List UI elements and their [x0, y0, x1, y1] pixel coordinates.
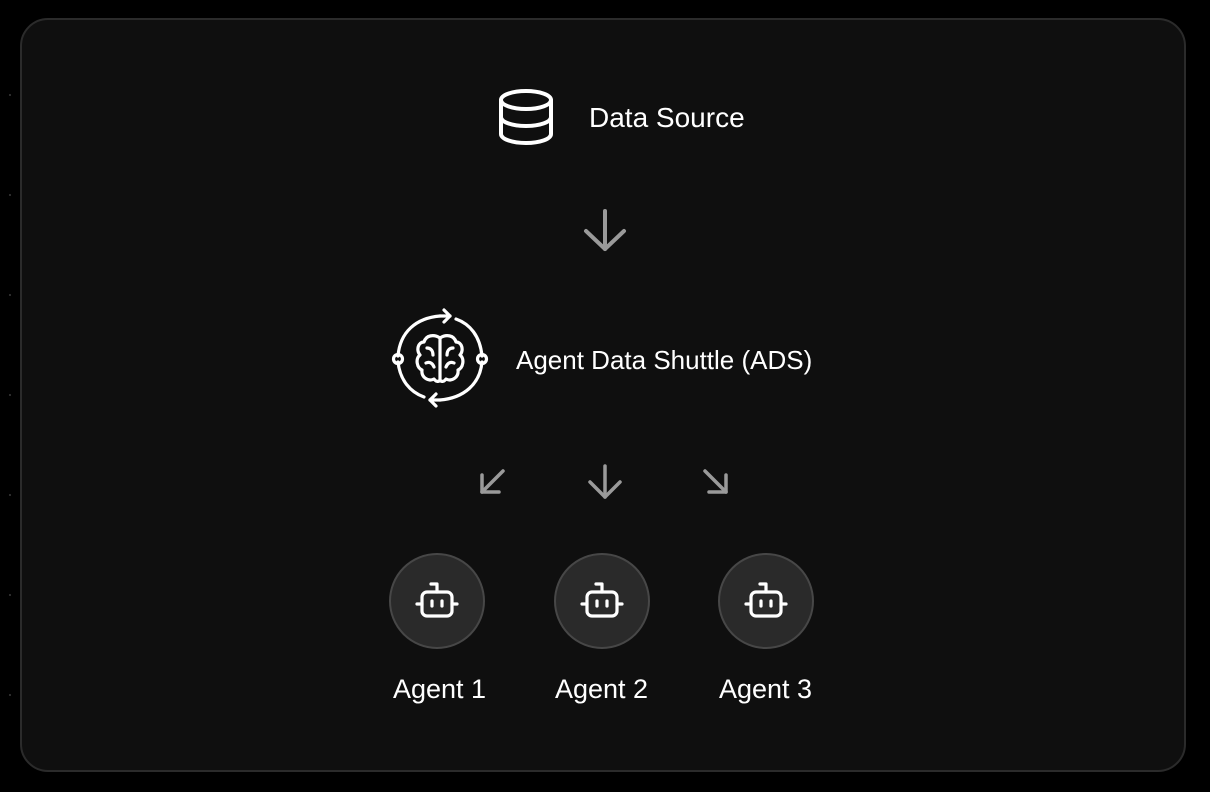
- agent-3-node: [718, 553, 814, 649]
- bot-icon: [415, 582, 459, 618]
- arrow-down-right-icon: [703, 469, 728, 494]
- arrow-down-icon: [584, 209, 626, 251]
- diagram-panel: Data Source Agent Data Shuttle (ADS): [20, 18, 1186, 772]
- bot-icon: [580, 582, 624, 618]
- data-source-label: Data Source: [589, 102, 745, 133]
- arrow-down-icon: [588, 464, 622, 499]
- arrow-down-left-icon: [480, 469, 505, 494]
- bot-icon: [744, 582, 788, 618]
- ads-label: Agent Data Shuttle (ADS): [516, 345, 813, 375]
- database-icon: [499, 89, 553, 146]
- ads-node: [390, 308, 490, 408]
- brain-sync-icon: [391, 308, 489, 408]
- edge-dots: [9, 0, 13, 792]
- agent-1-label: Agent 1: [393, 674, 487, 704]
- agent-1-node: [389, 553, 485, 649]
- data-source-node: [496, 88, 556, 148]
- agent-2-label: Agent 2: [555, 674, 649, 704]
- agent-3-label: Agent 3: [719, 674, 813, 704]
- agent-2-node: [554, 553, 650, 649]
